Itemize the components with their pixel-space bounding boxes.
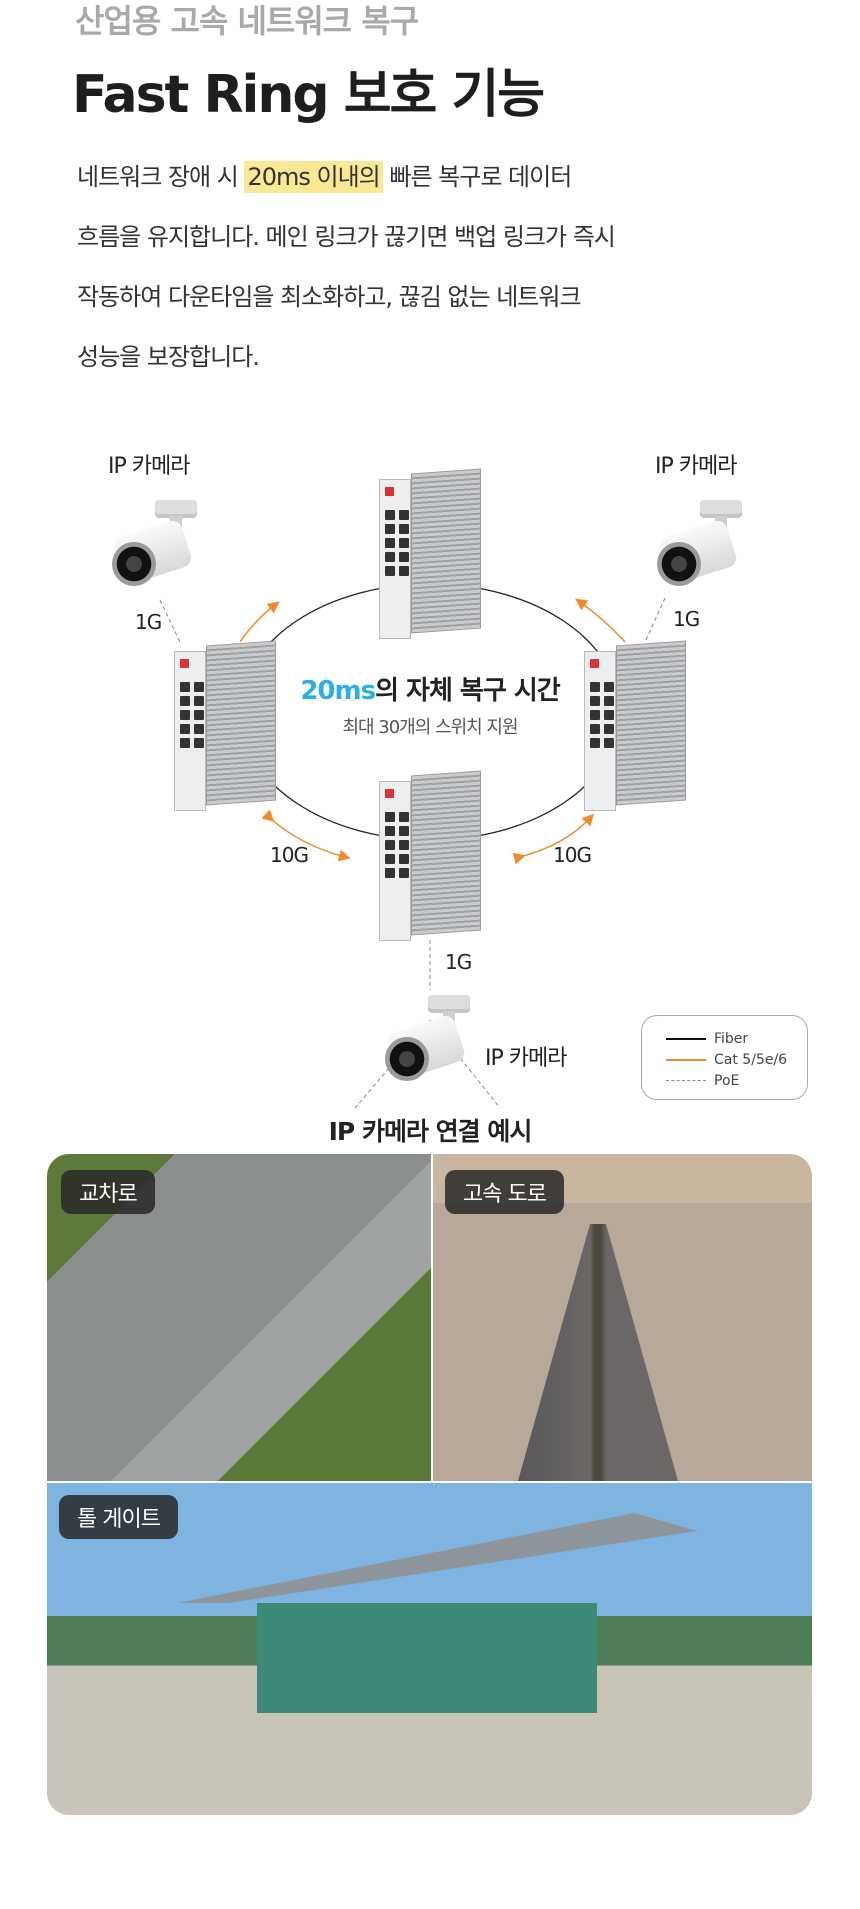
description-line-3: 작동하여 다운타임을 최소화하고, 끊김 없는 네트워크 (77, 283, 582, 311)
photo-label: 톨 게이트 (59, 1495, 178, 1539)
camera-label: IP 카메라 (655, 454, 737, 479)
link-speed-label: 1G (135, 610, 162, 634)
ip-camera-icon (110, 500, 205, 595)
photo-label: 교차로 (61, 1170, 155, 1214)
text: 빠른 복구로 데이터 (382, 163, 572, 191)
link-speed-label: 1G (673, 607, 700, 631)
cat-link-arrow (575, 598, 626, 643)
recovery-time-value: 20ms (300, 676, 376, 706)
industrial-switch-right (584, 640, 687, 813)
cat-link-arrow (261, 809, 351, 862)
description-line-1: 네트워크 장애 시 20ms 이내의 빠른 복구로 데이터 (77, 157, 572, 193)
intersection-photo: 교차로 (47, 1154, 431, 1481)
poe-link (429, 1019, 501, 1109)
legend: Fiber Cat 5/5e/6 PoE (641, 1015, 808, 1100)
camera-label: IP 카메라 (108, 454, 190, 479)
ip-camera-icon (655, 500, 750, 595)
cat-link-arrow (512, 813, 595, 865)
industrial-switch-bottom (379, 770, 482, 943)
poe-link (644, 597, 666, 643)
recovery-time-subtitle: 최대 30개의 스위치 지원 (342, 717, 518, 738)
example-photo-grid: 교차로 고속 도로 톨 게이트 (47, 1154, 812, 1815)
section-subtitle: 산업용 고속 네트워크 복구 (75, 2, 419, 40)
industrial-switch-left (174, 640, 277, 813)
highlight-text: 20ms 이내의 (244, 161, 383, 193)
link-speed-label: 1G (445, 950, 472, 974)
cat-link-arrow (239, 601, 280, 643)
ip-camera-icon (383, 995, 478, 1090)
link-speed-label: 10G (553, 843, 592, 867)
description-line-4: 성능을 보장합니다. (77, 343, 260, 371)
legend-item-poe: PoE (666, 1070, 807, 1091)
legend-label: Fiber (714, 1030, 749, 1047)
examples-heading: IP 카메라 연결 예시 (328, 1117, 533, 1146)
highway-photo: 고속 도로 (433, 1154, 812, 1481)
toll-gate-photo: 톨 게이트 (47, 1483, 812, 1815)
link-speed-label: 10G (270, 843, 309, 867)
legend-label: PoE (714, 1072, 740, 1089)
description-line-2: 흐름을 유지합니다. 메인 링크가 끊기면 백업 링크가 즉시 (77, 223, 616, 251)
page-title: Fast Ring 보호 기능 (72, 65, 545, 125)
text: 의 자체 복구 시간 (375, 676, 561, 706)
poe-link (159, 599, 181, 643)
industrial-switch-top (379, 468, 482, 641)
text: 네트워크 장애 시 (77, 163, 245, 191)
legend-label: Cat 5/5e/6 (714, 1051, 788, 1068)
recovery-time-title: 20ms의 자체 복구 시간 (230, 670, 630, 707)
legend-item-fiber: Fiber (666, 1028, 807, 1049)
legend-item-cat: Cat 5/5e/6 (666, 1049, 807, 1070)
camera-label: IP 카메라 (485, 1046, 567, 1071)
photo-label: 고속 도로 (445, 1170, 564, 1214)
